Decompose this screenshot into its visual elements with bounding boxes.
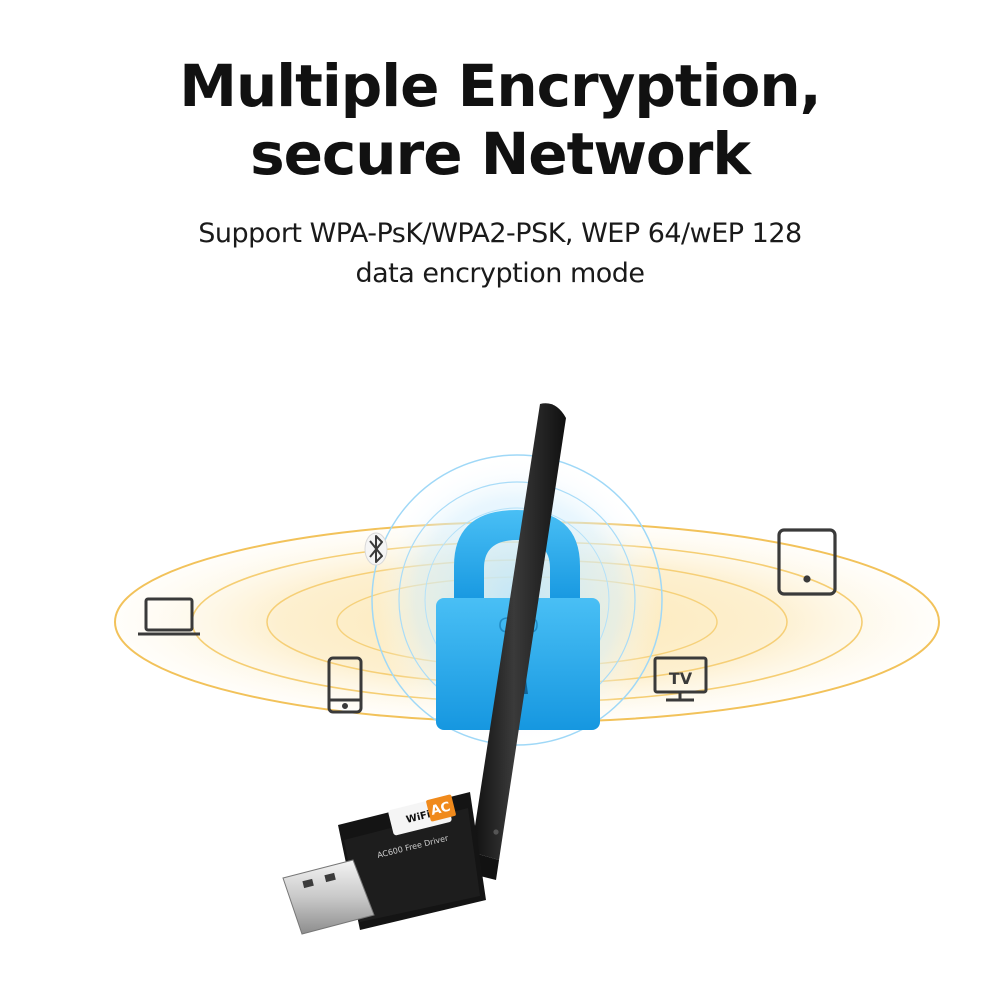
headline: Multiple Encryption, secure Network <box>0 52 1000 188</box>
headline-line-1: Multiple Encryption, <box>179 52 821 120</box>
ac-badge: AC <box>429 800 452 819</box>
subheadline-line-1: Support WPA-PsK/WPA2-PSK, WEP 64/wEP 128 <box>198 218 802 249</box>
subheadline: Support WPA-PsK/WPA2-PSK, WEP 64/wEP 128… <box>0 214 1000 294</box>
phone-icon <box>327 656 363 714</box>
headline-line-2: secure Network <box>250 120 751 188</box>
tablet-icon <box>777 528 837 596</box>
tv-label: TV <box>669 669 693 688</box>
usb-adapter: WiFi AC AC600 Free Driver <box>282 792 486 935</box>
usb-plug <box>282 859 375 935</box>
tv-icon: TV <box>653 656 708 702</box>
subheadline-line-2: data encryption mode <box>355 258 645 289</box>
bluetooth-icon <box>364 532 388 566</box>
laptop-icon <box>138 597 200 636</box>
